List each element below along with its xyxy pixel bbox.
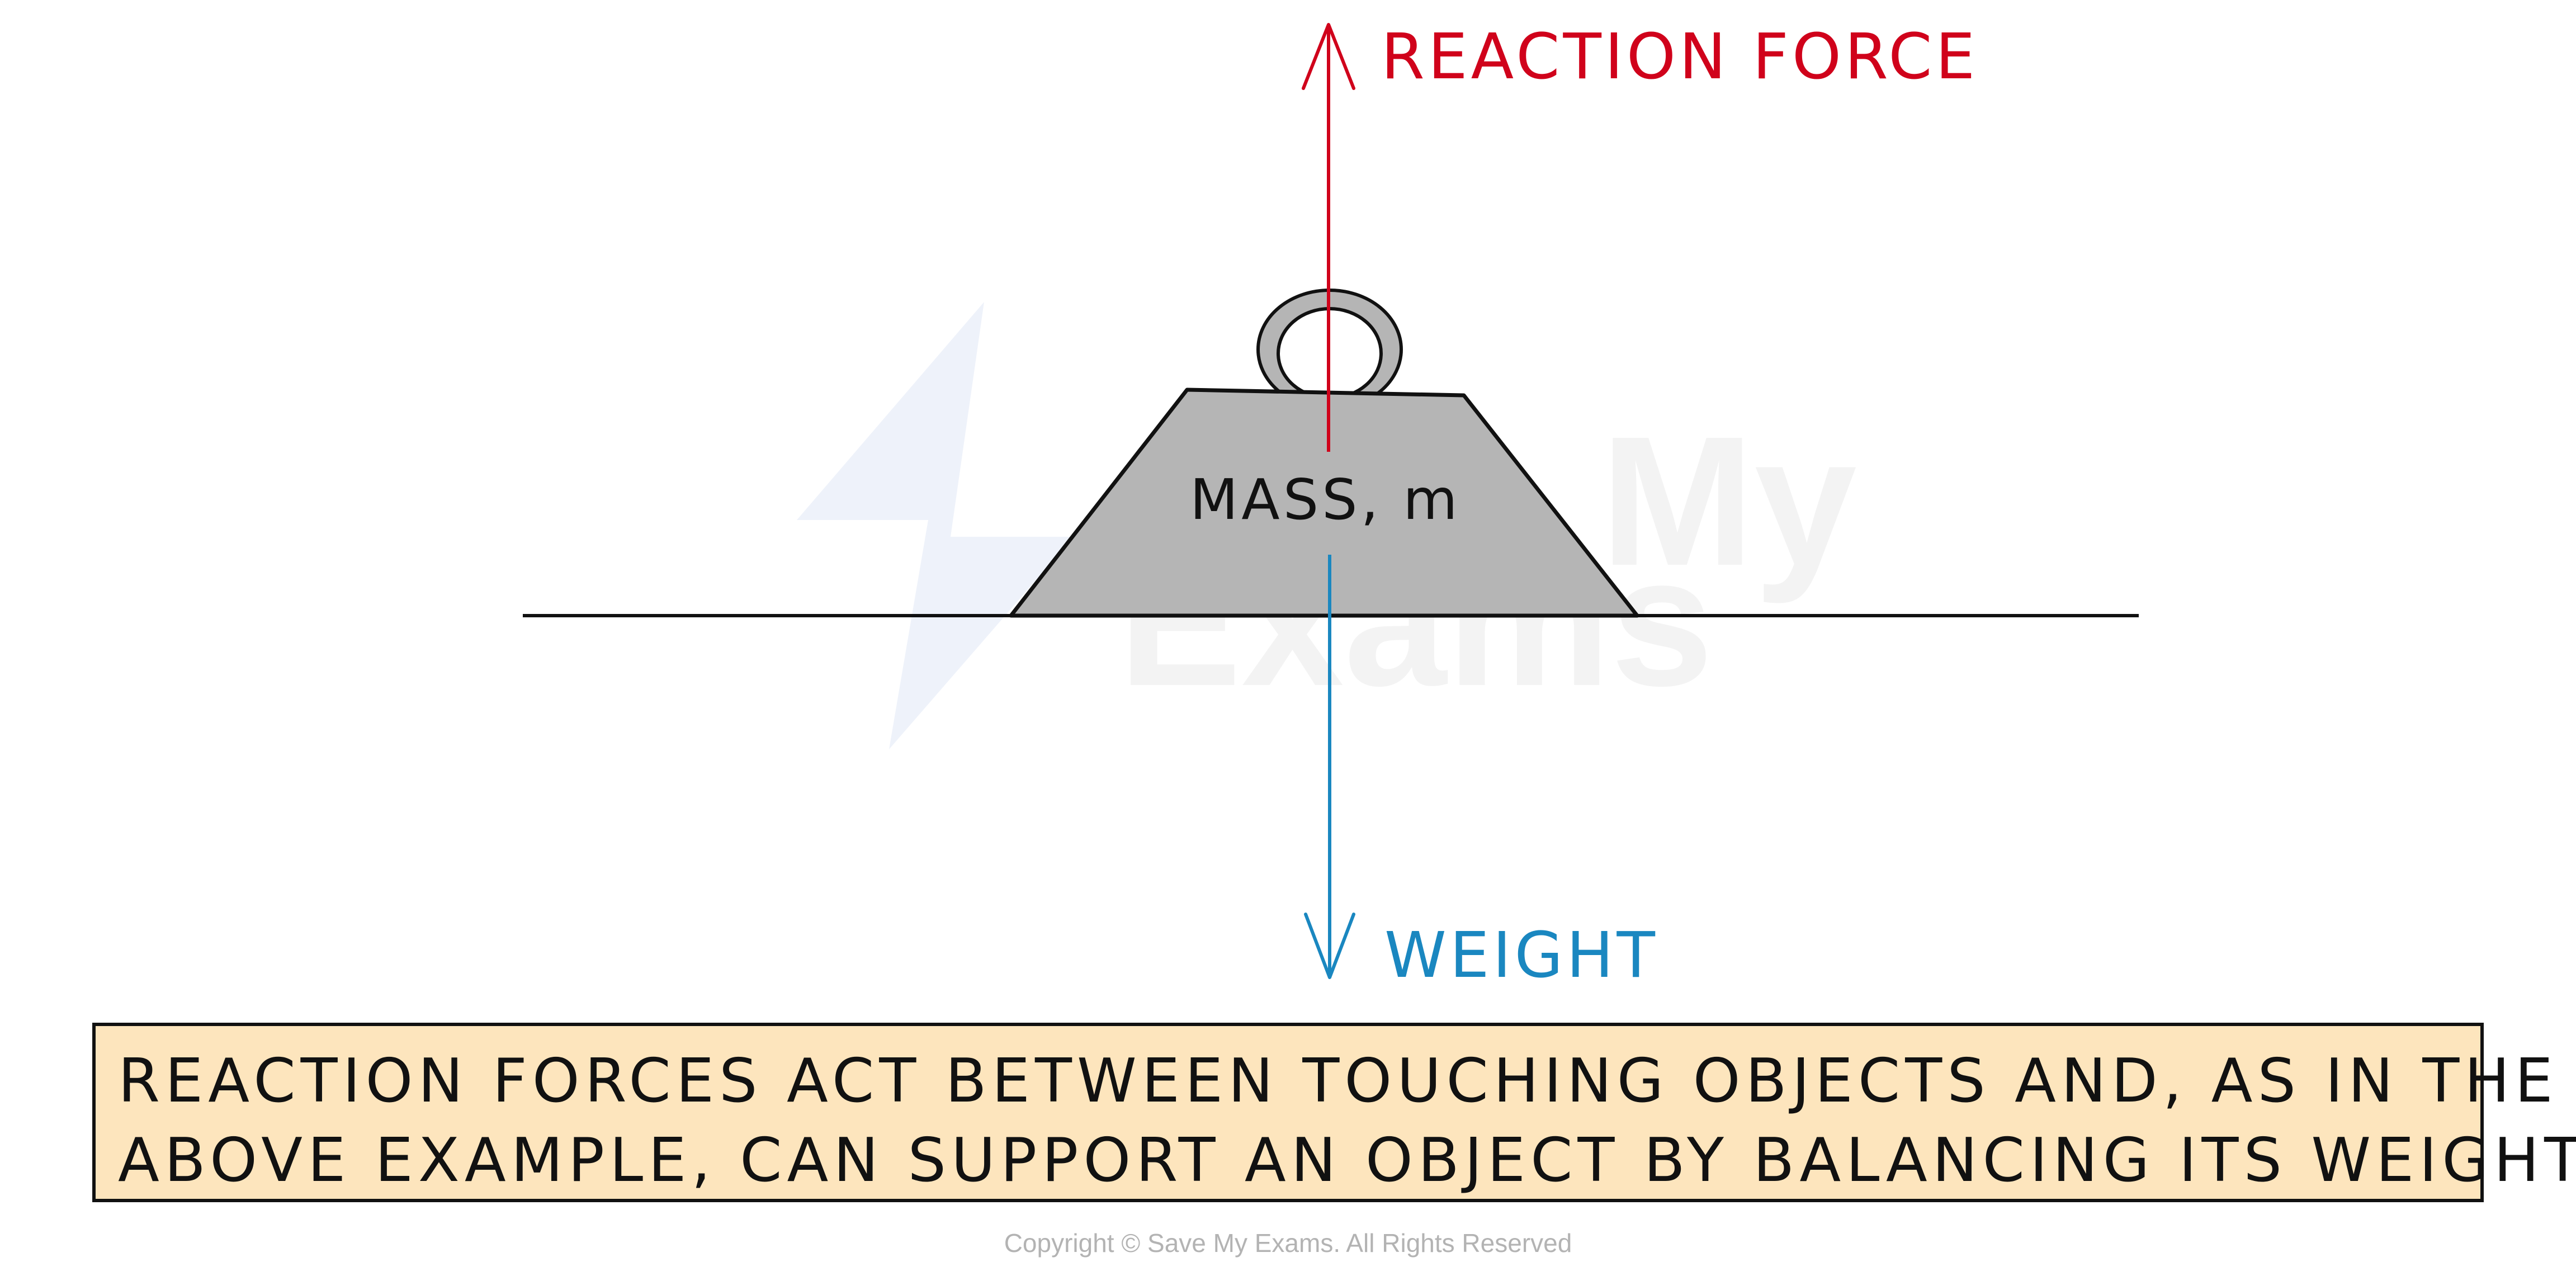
copyright-footer: Copyright © Save My Exams. All Rights Re… <box>1004 1228 1572 1258</box>
watermark-bolt-shape <box>797 302 1074 749</box>
reaction-force-label: REACTION FORCE <box>1381 21 1978 93</box>
weight-label: WEIGHT <box>1384 919 1658 992</box>
weight-arrow <box>1304 555 1355 979</box>
mass-block <box>1009 387 1639 618</box>
reaction-force-arrow <box>1302 23 1355 452</box>
arrow-up-icon <box>1302 23 1355 90</box>
caption-line-2: ABOVE EXAMPLE, CAN SUPPORT AN OBJECT BY … <box>118 1126 2576 1195</box>
caption-box: REACTION FORCES ACT BETWEEN TOUCHING OBJ… <box>92 1023 2576 1202</box>
arrow-down-icon <box>1304 913 1355 979</box>
caption-line-1: REACTION FORCES ACT BETWEEN TOUCHING OBJ… <box>118 1046 2558 1116</box>
mass-label: MASS, m <box>1190 467 1461 532</box>
